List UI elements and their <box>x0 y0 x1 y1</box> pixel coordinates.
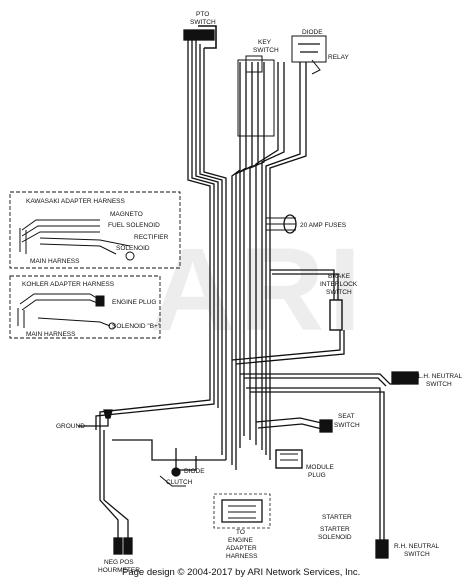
kawasaki-main-harness: MAIN HARNESS <box>30 258 80 265</box>
diode-top-label: DIODE <box>302 29 323 36</box>
kawasaki-fuel-solenoid: FUEL SOLENOID <box>108 222 160 229</box>
engine-adapter-label-1: TO <box>236 529 245 536</box>
fuses-label: 20 AMP FUSES <box>300 222 347 229</box>
hourmeter-label-1: NEG POS <box>104 559 134 566</box>
lh-neutral-label-1: L.H. NEUTRAL <box>418 373 462 380</box>
starter-label: STARTER <box>322 514 352 521</box>
key-switch-label-2: SWITCH <box>253 47 279 54</box>
engine-adapter-label-3: ADAPTER <box>226 545 257 552</box>
brake-switch-label-1: BRAKE <box>328 273 351 280</box>
kawasaki-rectifier: RECTIFIER <box>134 234 169 241</box>
starter-solenoid-label-2: SOLENOID <box>318 534 352 541</box>
module-plug-label-1: MODULE <box>306 464 334 471</box>
pto-switch-label-1: PTO <box>196 11 209 18</box>
key-switch-label-1: KEY <box>258 39 272 46</box>
lh-neutral-label-2: SWITCH <box>426 381 452 388</box>
brake-switch-label-3: SWITCH <box>326 289 352 296</box>
kohler-title: KOHLER ADAPTER HARNESS <box>22 281 115 288</box>
kohler-adapter-box <box>9 275 161 339</box>
kohler-engine-plug: ENGINE PLUG <box>112 299 156 306</box>
footer-copyright: Page design © 2004-2017 by ARI Network S… <box>122 567 360 578</box>
kawasaki-magneto: MAGNETO <box>110 211 143 218</box>
main-harness-trunk <box>78 25 419 559</box>
pto-switch-label-2: SWITCH <box>190 19 216 26</box>
hourmeter-label-2: HOURMETER <box>98 567 140 574</box>
rh-neutral-label-1: R.H. NEUTRAL <box>394 543 440 550</box>
rh-neutral-label-2: SWITCH <box>404 551 430 558</box>
ground-label: GROUND <box>56 423 85 430</box>
kohler-solenoid-bplus: SOLENOID "B+" <box>112 323 161 330</box>
seat-switch-label-1: SEAT <box>338 413 355 420</box>
engine-adapter-label-4: HARNESS <box>226 553 258 560</box>
seat-switch-label-2: SWITCH <box>334 422 360 429</box>
module-plug-label-2: PLUG <box>308 472 326 479</box>
diode-bottom-label: DIODE <box>184 468 205 475</box>
clutch-label: CLUTCH <box>166 479 193 486</box>
kawasaki-solenoid: SOLENOID <box>116 245 150 252</box>
engine-adapter-label-2: ENGINE <box>228 537 254 544</box>
starter-solenoid-label-1: STARTER <box>320 526 350 533</box>
kohler-main-harness: MAIN HARNESS <box>26 331 76 338</box>
kawasaki-title: KAWASAKI ADAPTER HARNESS <box>26 198 126 205</box>
kawasaki-adapter-box <box>9 191 181 269</box>
brake-switch-label-2: INTERLOCK <box>320 281 358 288</box>
relay-label: RELAY <box>328 54 349 61</box>
